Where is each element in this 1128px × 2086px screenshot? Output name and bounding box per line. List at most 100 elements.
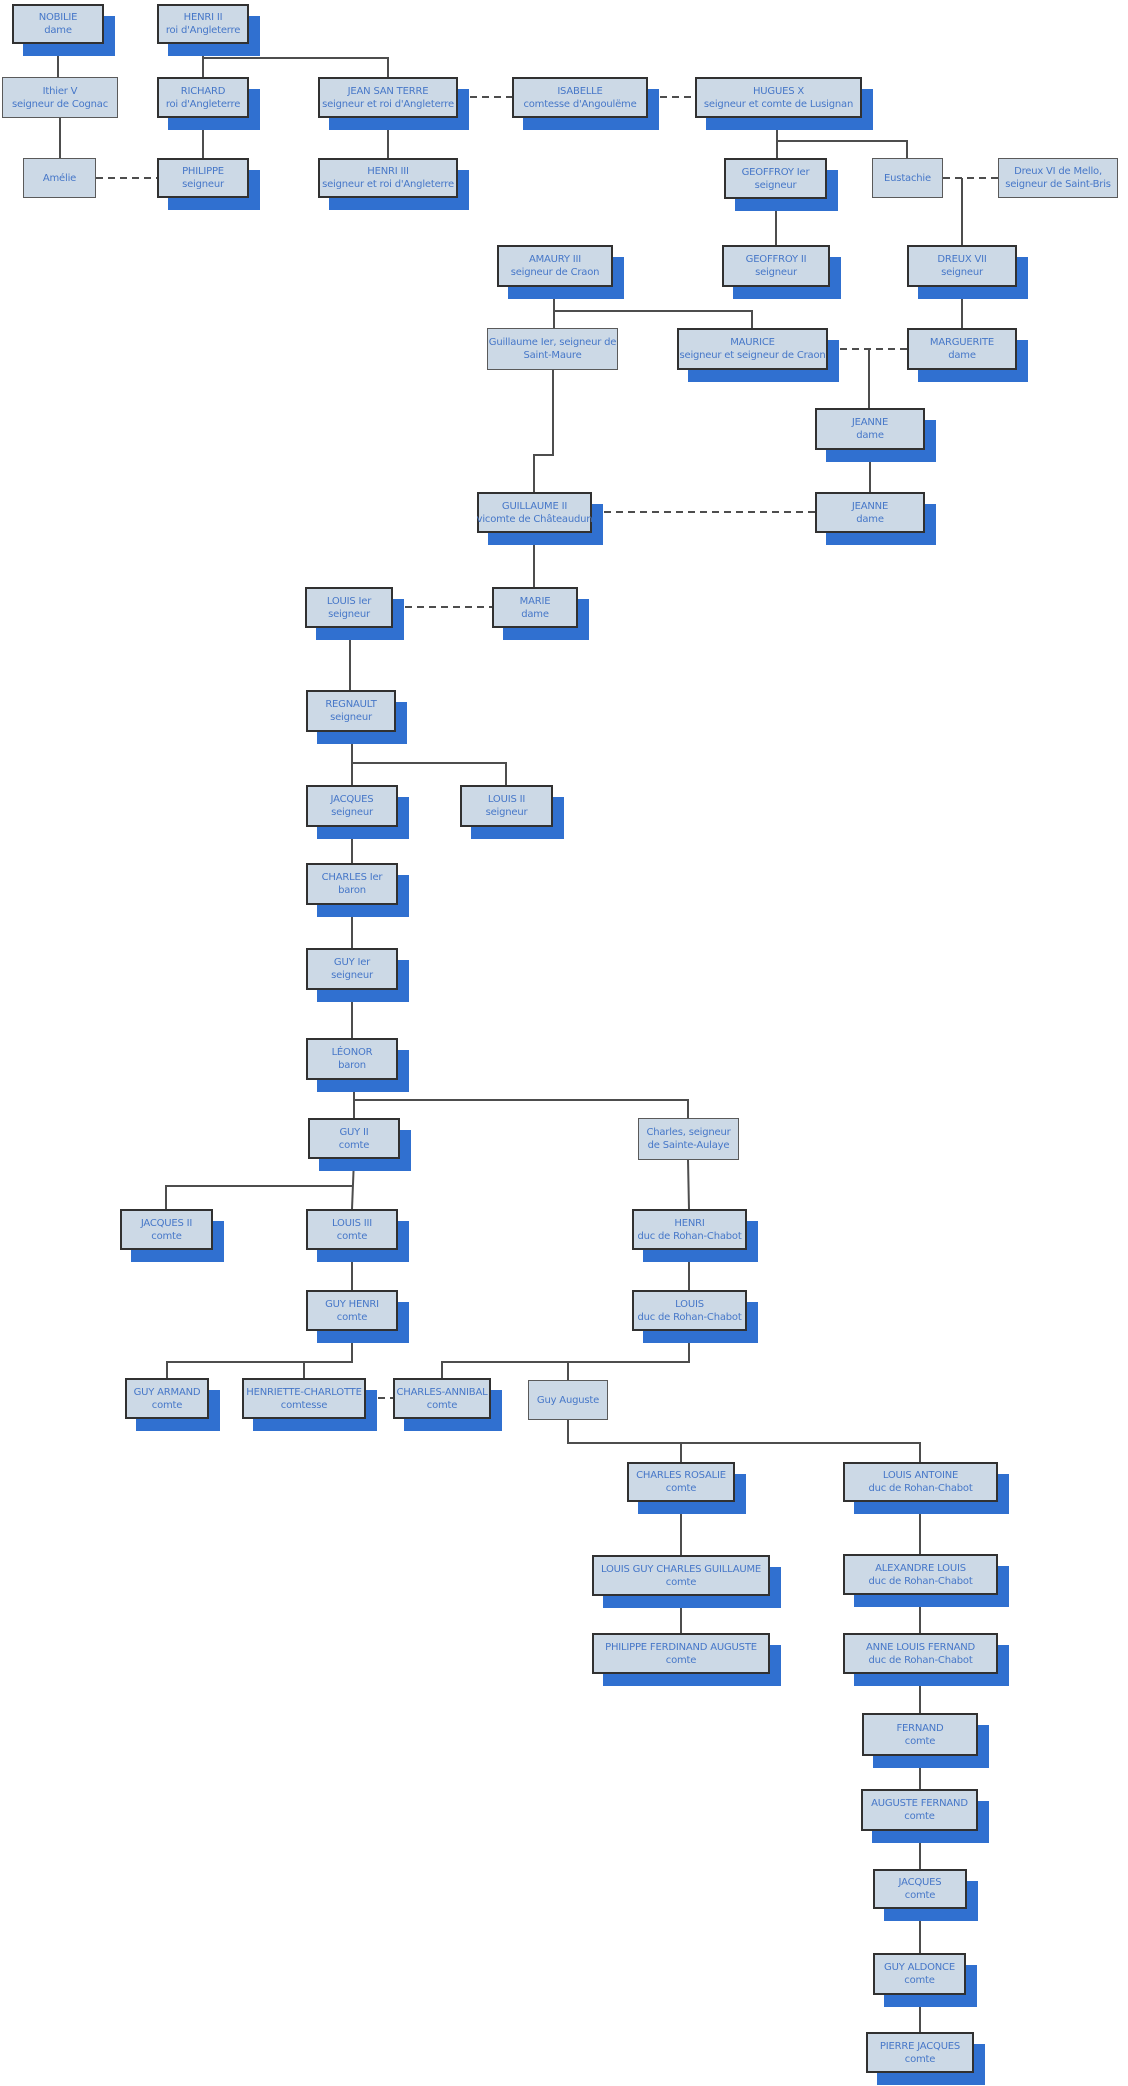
descent-connector bbox=[351, 1158, 355, 1210]
descent-connector bbox=[777, 140, 908, 158]
person-name: LOUIS Ier bbox=[326, 595, 372, 607]
person-node-guy-auguste[interactable]: Guy Auguste bbox=[528, 1380, 608, 1420]
person-title: duc de Rohan-Chabot bbox=[637, 1311, 742, 1323]
person-title: duc de Rohan-Chabot bbox=[637, 1230, 742, 1242]
person-node-eustachie[interactable]: Eustachie bbox=[872, 158, 943, 198]
person-title: seigneur de Craon bbox=[510, 267, 600, 278]
person-title: seigneur et roi d'Angleterre bbox=[322, 98, 454, 110]
person-node-louis-antoine[interactable]: LOUIS ANTOINE duc de Rohan-Chabot bbox=[843, 1462, 998, 1502]
person-name: JEAN SAN TERRE bbox=[347, 85, 429, 97]
person-title: comte bbox=[338, 1139, 370, 1151]
person-title: seigneur bbox=[485, 807, 528, 818]
person-name: NOBILIE bbox=[38, 12, 78, 23]
person-title: vicomte de Châteaudun bbox=[476, 513, 593, 525]
person-node-dreux-vi[interactable]: Dreux VI de Mello,seigneur de Saint-Bris bbox=[998, 158, 1118, 198]
person-name: GUY II bbox=[339, 1126, 369, 1138]
person-name: Amélie bbox=[42, 172, 77, 184]
person-name: LOUIS ANTOINE bbox=[882, 1470, 959, 1481]
person-name: JEANNE bbox=[851, 500, 889, 512]
person-name: MARIE bbox=[519, 595, 551, 607]
person-name: JACQUES II bbox=[140, 1217, 193, 1229]
person-title: roi d'Angleterre bbox=[165, 98, 241, 110]
person-name: GEOFFROY II bbox=[745, 254, 807, 265]
person-node-amelie[interactable]: Amélie bbox=[23, 158, 96, 198]
person-name: Guillaume Ier, seigneur de bbox=[488, 337, 617, 348]
person-name: HENRI bbox=[674, 1217, 705, 1229]
person-name: JACQUES bbox=[330, 794, 374, 805]
person-name: GUY ARMAND bbox=[133, 1386, 201, 1398]
person-title: comte bbox=[665, 1483, 697, 1494]
person-name: Guy Auguste bbox=[536, 1394, 600, 1406]
person-name: Ithier V bbox=[42, 85, 78, 97]
descent-connector bbox=[441, 1331, 690, 1378]
person-name: LOUIS GUY CHARLES GUILLAUME bbox=[600, 1563, 762, 1575]
person-title: seigneur bbox=[328, 608, 370, 620]
person-name: ALEXANDRE LOUIS bbox=[875, 1562, 966, 1574]
person-title: comte bbox=[904, 1735, 936, 1747]
person-name: GUY ALDONCE bbox=[884, 1962, 955, 1973]
person-title: de Sainte-Aulaye bbox=[647, 1140, 730, 1151]
person-title: duc de Rohan-Chabot bbox=[868, 1483, 973, 1494]
person-title: dame bbox=[44, 25, 72, 36]
person-title: seigneur bbox=[182, 179, 224, 190]
person-name: ISABELLE bbox=[557, 85, 603, 97]
person-name: LOUIS III bbox=[332, 1217, 372, 1229]
person-name: REGNAULT bbox=[325, 699, 377, 710]
person-name: CHARLES-ANNIBAL bbox=[396, 1386, 488, 1398]
person-name: FERNAND bbox=[896, 1722, 944, 1734]
person-title: seigneur bbox=[941, 267, 983, 278]
person-title: roi d'Angleterre bbox=[165, 25, 241, 36]
person-title: seigneur bbox=[754, 179, 797, 191]
person-title: comte bbox=[336, 1311, 368, 1323]
person-node-louis-ii[interactable]: LOUIS II seigneur bbox=[460, 785, 553, 827]
person-node-nobilie[interactable]: NOBILIE dame bbox=[12, 4, 104, 44]
person-name: GUY Ier bbox=[333, 957, 371, 968]
person-name: LOUIS II bbox=[487, 794, 526, 805]
